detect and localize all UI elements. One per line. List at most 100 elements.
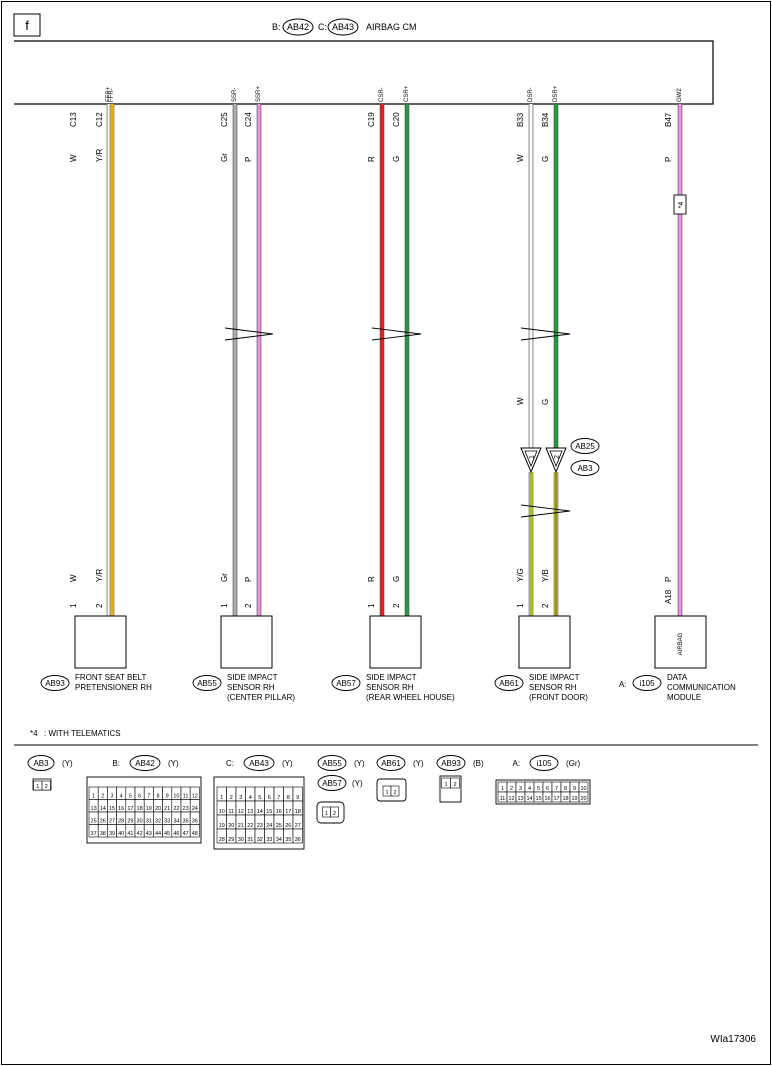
ab43-pin: 18	[295, 809, 301, 815]
i105-pin: 2	[510, 786, 513, 792]
i105-pin: 7	[555, 786, 558, 792]
bottom-pin-0: 1	[220, 603, 229, 608]
ab43-pin: 23	[257, 823, 263, 829]
i105-pin: 16	[544, 796, 550, 802]
ab43-pin: 34	[276, 837, 282, 843]
header-conn-b-oval	[282, 18, 314, 36]
ab42-pin: 10	[173, 794, 179, 800]
view-name-ab57: AB57	[322, 779, 342, 788]
ab43-pin: 4	[249, 795, 252, 801]
component-ab55	[220, 615, 273, 669]
ab43-pin: 1	[220, 795, 223, 801]
circuit-i105-labels: GW2B47PPA18AIRBAGA:i105DATACOMMUNICATION…	[619, 88, 736, 702]
component-ab61	[518, 615, 571, 669]
wire-color-top-0: P	[664, 157, 673, 162]
ab42-pin: 42	[137, 831, 143, 837]
component-label-ab55-1: SENSOR RH	[227, 683, 275, 692]
ab42-pin: 4	[120, 794, 123, 800]
ab61-pin: 1	[385, 790, 388, 796]
component-label-ab55-0: SIDE IMPACT	[227, 673, 278, 682]
component-label-ab57-2: (REAR WHEEL HOUSE)	[366, 693, 455, 702]
ab43-cell	[292, 828, 303, 844]
view-color-ab55: (Y)	[354, 759, 365, 768]
ab43-pin: 11	[228, 809, 234, 815]
footnote-text: : WITH TELEMATICS	[44, 729, 121, 738]
terminal-DSR+: DSR+	[553, 85, 559, 102]
view-name-ab57-oval	[317, 775, 347, 791]
ab3-pin: 1	[36, 784, 39, 790]
wire-color-top-1: Y/R	[95, 148, 104, 162]
ab42-pin: 48	[192, 831, 198, 837]
view-name-ab61: AB61	[381, 759, 401, 768]
ab42-pin: 19	[146, 806, 152, 812]
bottom-pin-0: A18	[664, 589, 673, 604]
component-label-ab55-2: (CENTER PILLAR)	[227, 693, 295, 702]
wire-color-bottom-0: Gr	[220, 573, 229, 582]
i105-pin: 18	[562, 796, 568, 802]
ab42-pin: 40	[118, 831, 124, 837]
cavity-C20: C20	[392, 112, 401, 127]
wire-color-top-1: P	[244, 157, 253, 162]
ab43-pin: 13	[247, 809, 253, 815]
ab42-pin: 44	[155, 831, 161, 837]
view-name-ab42-oval	[129, 755, 161, 771]
ab42-pin: 5	[129, 794, 132, 800]
component-label-ab61-0: SIDE IMPACT	[529, 673, 580, 682]
ab42-pin: 17	[127, 806, 133, 812]
cavity-C25: C25	[220, 112, 229, 127]
ab43-pin: 9	[296, 795, 299, 801]
ab42-pin: 45	[164, 831, 170, 837]
connector-ab93: AB93	[45, 679, 65, 688]
header-conn-c: AB43	[332, 22, 354, 32]
view-prefix-ab42: B:	[112, 759, 120, 768]
ab43-pin: 17	[285, 809, 291, 815]
ab42-pin: 46	[173, 831, 179, 837]
wire-color-bottom-1: Y/B	[541, 569, 550, 582]
ab43-pin: 27	[295, 823, 301, 829]
connector-i105-oval	[632, 675, 662, 691]
cavity-B47: B47	[664, 112, 673, 127]
terminal-CSR+: CSR+	[404, 85, 410, 102]
ab42-pin: 26	[100, 819, 106, 825]
ab43-pin: 28	[219, 837, 225, 843]
module-terminal-0: AIRBAG	[678, 632, 684, 655]
component-label-ab57-0: SIDE IMPACT	[366, 673, 417, 682]
ab42-pin: 21	[164, 806, 170, 812]
circuit-i105: *4	[654, 104, 707, 669]
ab55-cell	[330, 806, 339, 818]
i105-cell	[578, 791, 589, 803]
ab42-pin: 14	[100, 806, 106, 812]
ab43-pin: 32	[257, 837, 263, 843]
component-i105	[654, 615, 707, 669]
cavity-C24: C24	[244, 112, 253, 127]
view-name-ab93: AB93	[441, 759, 461, 768]
ab42-pin: 11	[183, 794, 189, 800]
i105-pin: 19	[571, 796, 577, 802]
i105-pin: 15	[535, 796, 541, 802]
view-color-i105: (Gr)	[566, 759, 581, 768]
i105-pin: 3	[519, 786, 522, 792]
ab43-pin: 24	[266, 823, 272, 829]
ab42-pin: 3	[110, 794, 113, 800]
junction-AB25-oval	[570, 438, 600, 454]
ab42-pin: 7	[147, 794, 150, 800]
ab43-pin: 12	[238, 809, 244, 815]
wire-color-top-1: G	[541, 156, 550, 162]
header-title: AIRBAG CM	[366, 22, 417, 32]
ab42-pin: 12	[192, 794, 198, 800]
cavity-C13: C13	[69, 112, 78, 127]
figure-id: WIa17306	[710, 1034, 756, 1045]
view-name-ab55-oval	[317, 755, 347, 771]
terminal-CSR-: CSR-	[379, 87, 385, 102]
component-label-i105-0: DATA	[667, 673, 688, 682]
cavity-C19: C19	[367, 112, 376, 127]
bottom-pin-0: 1	[516, 603, 525, 608]
